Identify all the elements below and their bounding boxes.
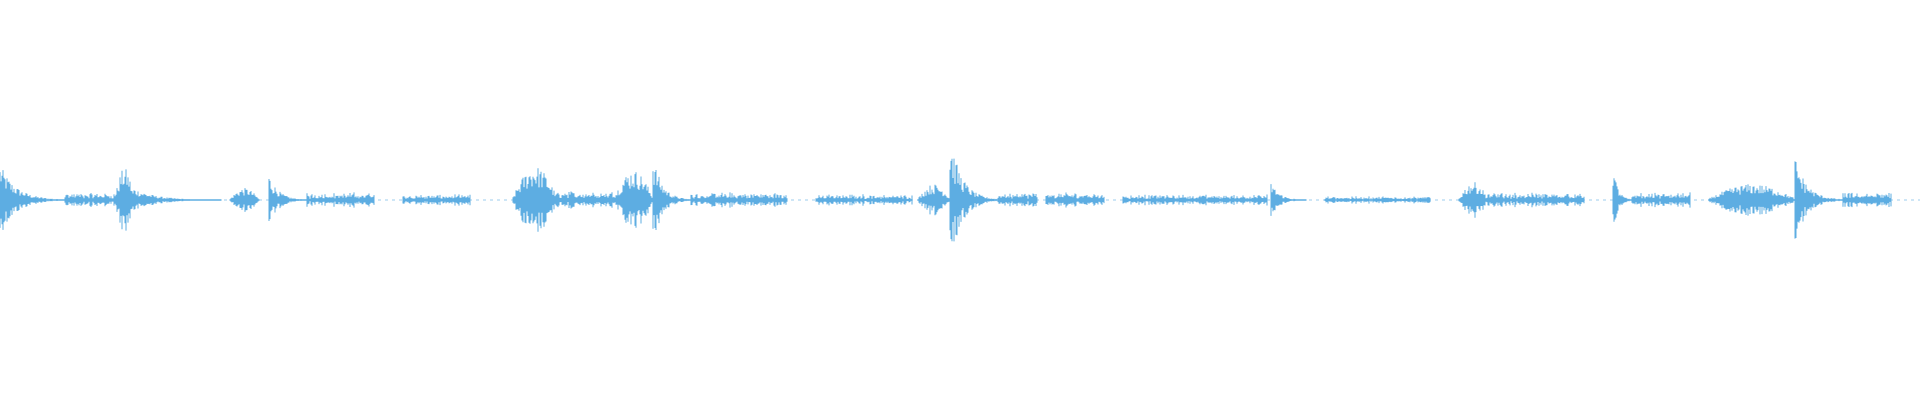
- baseline-dot: [1106, 199, 1109, 201]
- baseline-dot: [1904, 199, 1907, 201]
- baseline-dot: [1596, 199, 1599, 201]
- waveform-segment: [815, 194, 913, 206]
- waveform-segment: [949, 158, 999, 242]
- waveform-segment: [1794, 161, 1844, 239]
- baseline-dot: [1456, 199, 1459, 201]
- waveform-segment: [1458, 182, 1489, 218]
- waveform-segment: [1324, 196, 1431, 204]
- baseline-dot: [1442, 199, 1445, 201]
- baseline-dot: [1309, 199, 1312, 201]
- baseline-dot: [1267, 199, 1270, 201]
- waveform-segment: [1487, 192, 1585, 208]
- baseline-dot: [791, 199, 794, 201]
- baseline-dot: [399, 199, 402, 201]
- waveform-segment: [1631, 192, 1691, 208]
- baseline-dot: [1589, 199, 1592, 201]
- baseline-dot: [378, 199, 381, 201]
- waveform-segment: [556, 191, 615, 209]
- baseline-dot: [1610, 199, 1613, 201]
- baseline-dot: [1316, 199, 1319, 201]
- waveform-segment: [1045, 192, 1105, 208]
- waveform-segment: [402, 194, 471, 206]
- waveform-segment: [133, 190, 222, 210]
- baseline-dot: [476, 199, 479, 201]
- baseline-dot: [1911, 199, 1914, 201]
- waveform-segment: [1708, 184, 1796, 216]
- baseline-dot: [224, 199, 227, 201]
- baseline-dot: [1435, 199, 1438, 201]
- waveform-segment: [229, 188, 260, 212]
- waveform-segment: [690, 192, 788, 208]
- baseline-dot: [266, 199, 269, 201]
- waveform-segment: [0, 170, 66, 230]
- waveform-segment: [114, 169, 135, 231]
- baseline-dot: [483, 199, 486, 201]
- waveform-segment: [1842, 192, 1892, 208]
- baseline-dot: [812, 199, 815, 201]
- waveform-segment: [917, 184, 951, 216]
- baseline-dot: [490, 199, 493, 201]
- waveform-segment: [652, 170, 692, 230]
- baseline-dot: [1043, 199, 1046, 201]
- baseline-dot: [1603, 199, 1606, 201]
- waveform-segment: [64, 193, 116, 207]
- baseline-dot: [504, 199, 507, 201]
- baseline-dot: [1918, 199, 1920, 201]
- waveform-segment: [306, 192, 375, 208]
- baseline-dot: [392, 199, 395, 201]
- baseline-dot: [385, 199, 388, 201]
- baseline-dot: [259, 199, 262, 201]
- waveform-segment: [1122, 194, 1268, 206]
- baseline-dot: [497, 199, 500, 201]
- baseline-dot: [1897, 199, 1900, 201]
- baseline-dot: [1694, 199, 1697, 201]
- baseline-dot: [1113, 199, 1116, 201]
- waveform-segment: [512, 168, 558, 232]
- waveform-segment: [1270, 184, 1307, 216]
- baseline-dot: [798, 199, 801, 201]
- baseline-dot: [805, 199, 808, 201]
- waveform-segment: [613, 172, 654, 228]
- baseline-dot: [1701, 199, 1704, 201]
- baseline-dot: [1120, 199, 1123, 201]
- waveform-segment: [997, 193, 1038, 207]
- waveform-segment: [268, 179, 308, 221]
- baseline-dot: [1449, 199, 1452, 201]
- waveform-segment: [1612, 178, 1633, 222]
